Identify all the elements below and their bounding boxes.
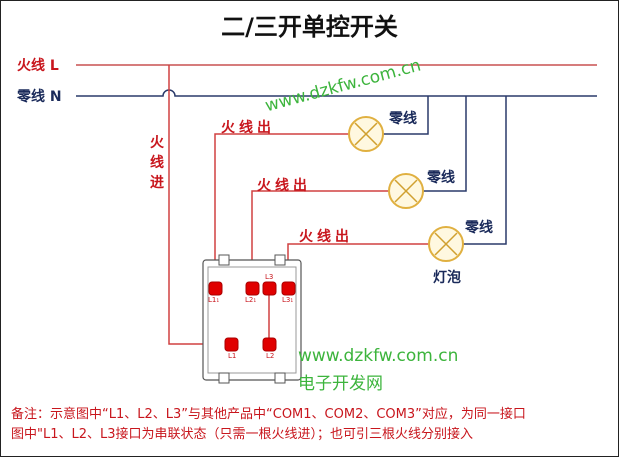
neutral-label-1: 零线 xyxy=(389,111,417,127)
terminal-label: L1₁ xyxy=(208,296,220,304)
neutral-wire-1 xyxy=(383,96,429,135)
bulb-icon xyxy=(348,116,384,152)
neutral-label: 零线 N xyxy=(17,89,62,105)
neutral-wire-3 xyxy=(463,96,507,245)
terminal-label: L1 xyxy=(228,352,237,360)
diagram-title: 二/三开单控开关 xyxy=(221,13,398,41)
note-line-1: 备注：示意图中“L1、L2、L3”与其他产品中“COM1、COM2、COM3”对… xyxy=(11,407,526,422)
bulb-icon xyxy=(388,173,424,209)
terminal-l2 xyxy=(262,337,277,352)
watermark-url: www.dzkfw.com.cn xyxy=(298,346,459,366)
watermark-name: 电子开发网 xyxy=(298,374,383,394)
live-in-label: 火线进 xyxy=(150,135,164,191)
terminal-label: L2 xyxy=(266,352,275,360)
terminal-label: L3₁ xyxy=(282,296,294,304)
live-label: 火线 L xyxy=(17,58,59,74)
terminal-l3 xyxy=(262,281,277,296)
terminal-l2-out xyxy=(245,281,260,296)
neutral-label-2: 零线 xyxy=(427,170,455,186)
terminal-label: L3 xyxy=(265,273,274,281)
output-label-1: 火线出 xyxy=(221,120,275,136)
bulb-label: 灯泡 xyxy=(433,270,461,286)
output-wire-2 xyxy=(251,190,389,288)
terminal-l1 xyxy=(224,337,239,352)
terminal-label: L2₁ xyxy=(245,296,257,304)
neutral-wire-2 xyxy=(423,96,467,192)
output-wire-3 xyxy=(287,243,429,288)
bulb-icon xyxy=(428,226,464,262)
output-label-3: 火线出 xyxy=(299,229,353,245)
output-wire-1 xyxy=(214,133,349,288)
terminal-l3-out xyxy=(281,281,296,296)
terminal-l1-out xyxy=(208,281,223,296)
switch-body xyxy=(202,254,302,384)
output-label-2: 火线出 xyxy=(257,178,311,194)
note-line-2: 图中"L1、L2、L3接口为串联状态（只需一根火线进）；也可引三根火线分别接入 xyxy=(11,427,474,442)
neutral-label-3: 零线 xyxy=(465,220,493,236)
